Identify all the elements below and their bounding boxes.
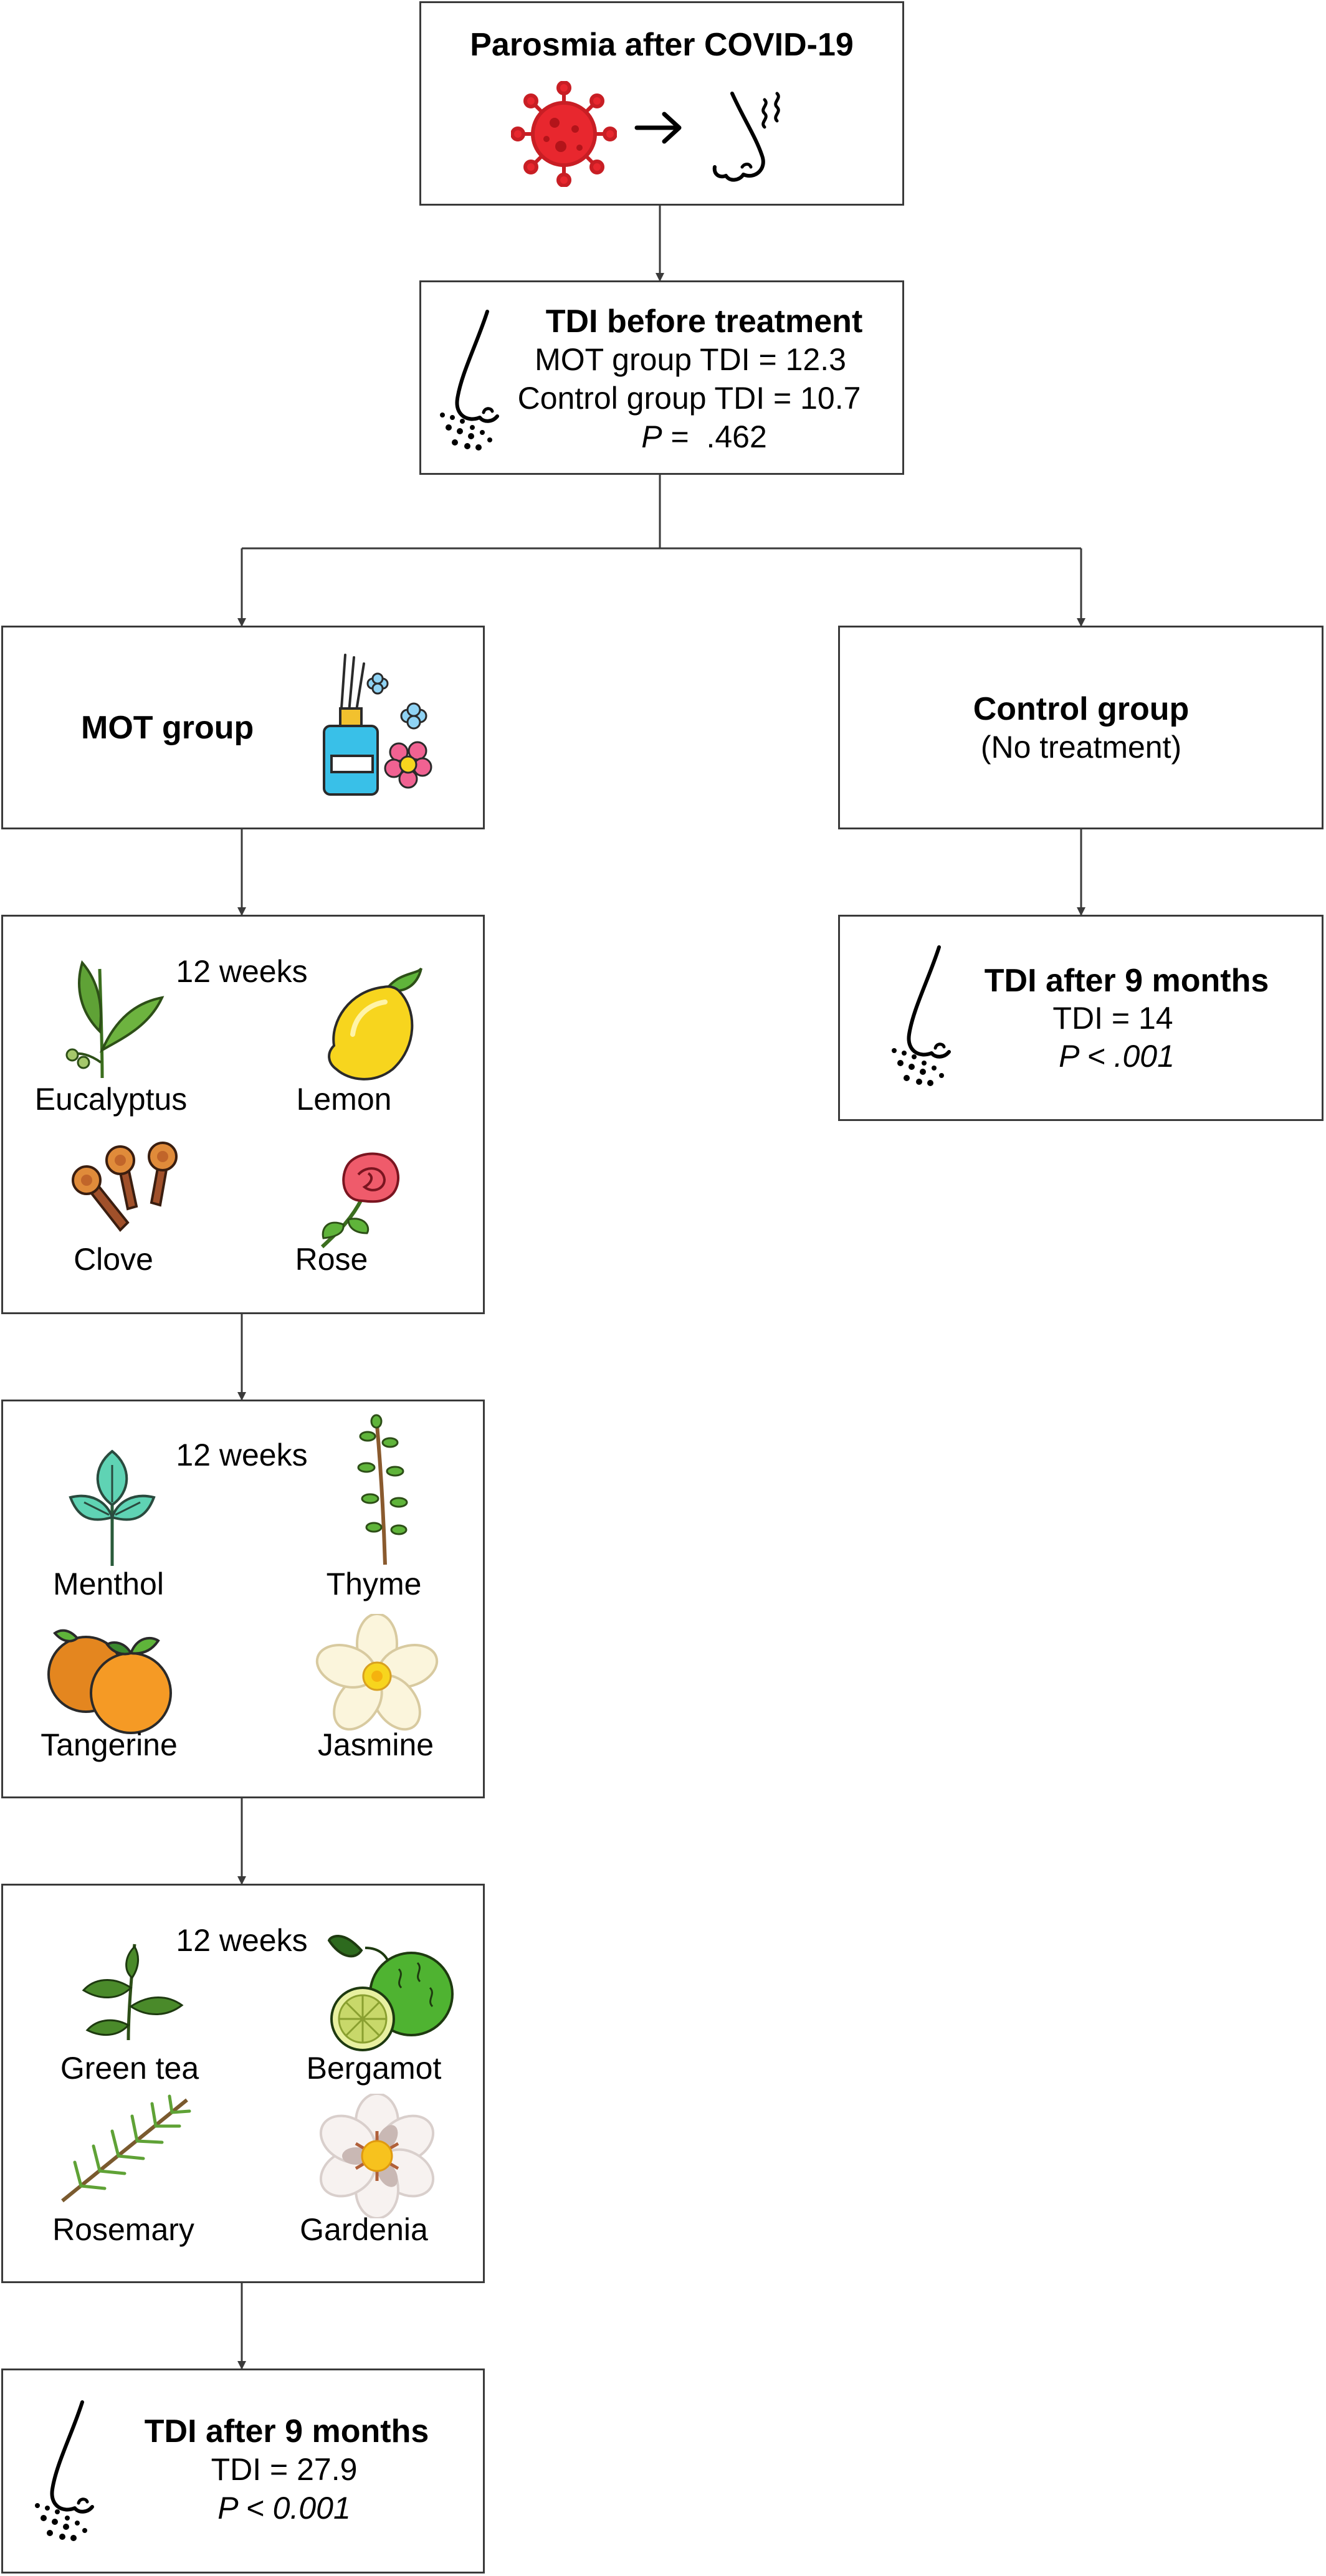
mot-result-tdi: TDI = 27.9: [211, 2452, 358, 2487]
phase2-box: [1, 1400, 485, 1798]
baseline-control-tdi: Control group TDI = 10.7: [517, 381, 861, 416]
phase1-duration: 12 weeks: [176, 954, 308, 989]
control-group-title: Control group: [973, 691, 1190, 727]
eucalyptus-icon: [62, 956, 168, 1081]
baseline-mot-tdi: MOT group TDI = 12.3: [535, 342, 846, 377]
mot-result-title: TDI after 9 months: [144, 2413, 429, 2450]
nose-smell-icon: [707, 87, 794, 187]
phase2-scent-4: Jasmine: [317, 1727, 434, 1762]
menthol-leaves-icon: [59, 1449, 165, 1567]
phase3-duration: 12 weeks: [176, 1923, 308, 1958]
control-result-tdi: TDI = 14: [1052, 1001, 1173, 1036]
nose-spray-icon-control: [882, 941, 963, 1090]
control-group-box: [838, 626, 1324, 829]
phase2-duration: 12 weeks: [176, 1438, 308, 1472]
mot-result-p: P < 0.001: [217, 2491, 351, 2526]
phase1-scent-1: Eucalyptus: [34, 1082, 188, 1117]
phase1-scent-2: Lemon: [296, 1082, 392, 1117]
control-group-subtitle: (No treatment): [980, 730, 1182, 765]
thyme-icon: [349, 1411, 417, 1567]
tangerine-icon: [44, 1623, 181, 1735]
baseline-p-symbol: P: [641, 419, 662, 454]
gardenia-icon: [315, 2094, 439, 2218]
phase2-scent-1: Menthol: [53, 1567, 164, 1601]
phase3-scent-2: Bergamot: [306, 2051, 442, 2086]
phase2-scent-2: Thyme: [326, 1567, 422, 1601]
phase3-box: [1, 1884, 485, 2283]
lemon-icon: [324, 966, 424, 1084]
virus-icon: [511, 81, 617, 187]
baseline-title: TDI before treatment: [545, 303, 863, 340]
phase2-scent-3: Tangerine: [41, 1727, 178, 1762]
nose-spray-icon: [430, 305, 511, 455]
baseline-p-number: = .462: [662, 419, 767, 454]
mot-group-title: MOT group: [81, 710, 254, 746]
mot-group-box: [1, 626, 485, 829]
nose-spray-icon-mot: [25, 2396, 106, 2545]
bergamot-icon: [324, 1925, 455, 2056]
control-result-p: P < .001: [1059, 1039, 1175, 1074]
baseline-p-value: P = .462: [641, 419, 767, 455]
rose-icon: [315, 1150, 408, 1249]
phase3-scent-4: Gardenia: [300, 2212, 428, 2247]
phase3-scent-1: Green tea: [60, 2051, 199, 2086]
green-tea-icon: [75, 1938, 187, 2044]
diffuser-flowers-icon: [318, 651, 449, 801]
jasmine-icon: [315, 1614, 439, 1739]
baseline-box: [419, 280, 904, 475]
parosmia-title: Parosmia after COVID-19: [470, 27, 854, 63]
phase1-scent-3: Clove: [74, 1242, 153, 1277]
phase3-scent-3: Rosemary: [52, 2212, 194, 2247]
control-result-title: TDI after 9 months: [984, 963, 1269, 999]
arrow-right-icon: [634, 109, 684, 146]
control-result-box: [838, 915, 1324, 1121]
rosemary-icon: [56, 2094, 193, 2206]
clove-icon: [59, 1134, 184, 1240]
parosmia-box: [419, 1, 904, 206]
phase1-scent-4: Rose: [295, 1242, 368, 1277]
